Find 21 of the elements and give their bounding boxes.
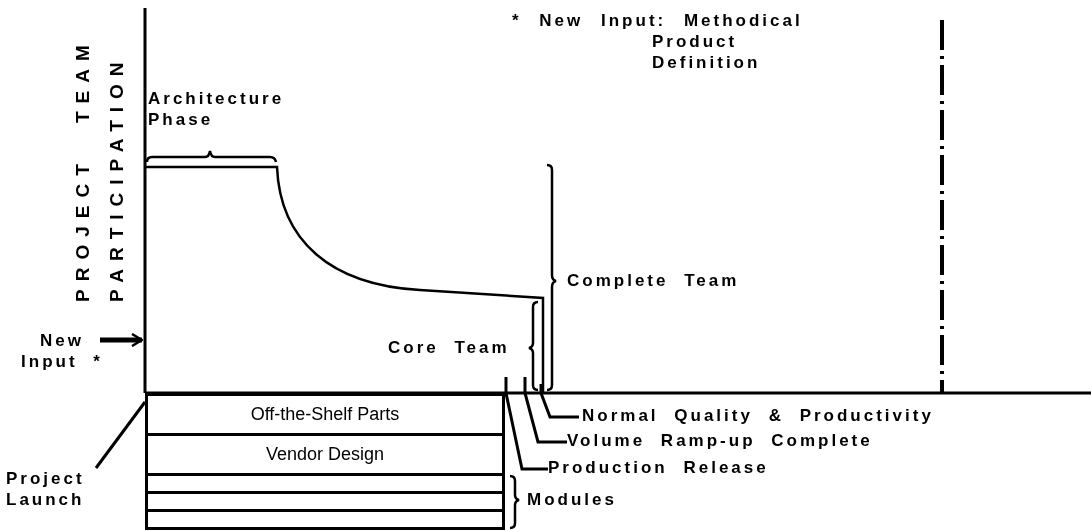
- leader-line: [523, 377, 567, 444]
- milestone-label: Volume Ramp-up Complete: [567, 430, 873, 451]
- milestone-label: Normal Quality & Productivity: [582, 405, 934, 426]
- process-box: Vendor Design: [145, 433, 505, 476]
- footnote: * New Input: Methodical Product Definition: [512, 10, 804, 73]
- milestone-label: Project Launch: [6, 468, 111, 510]
- group-label: Modules: [527, 489, 617, 510]
- phase-label: Architecture Phase: [148, 88, 286, 130]
- leader-line: [504, 377, 548, 471]
- module-box: [145, 509, 505, 530]
- team-label: Complete Team: [567, 270, 740, 291]
- team-label: Core Team: [388, 337, 510, 358]
- milestone-label: Production Release: [548, 457, 769, 478]
- input-label: New Input *: [14, 330, 110, 372]
- module-box: [145, 491, 505, 512]
- leader-line: [539, 384, 579, 419]
- process-box: Off-the-Shelf Parts: [145, 393, 505, 436]
- leader-line: [94, 401, 147, 469]
- arrow: [100, 332, 144, 348]
- module-box: [145, 473, 505, 494]
- axis-title: PROJECT TEAM PARTICIPATION: [71, 36, 128, 302]
